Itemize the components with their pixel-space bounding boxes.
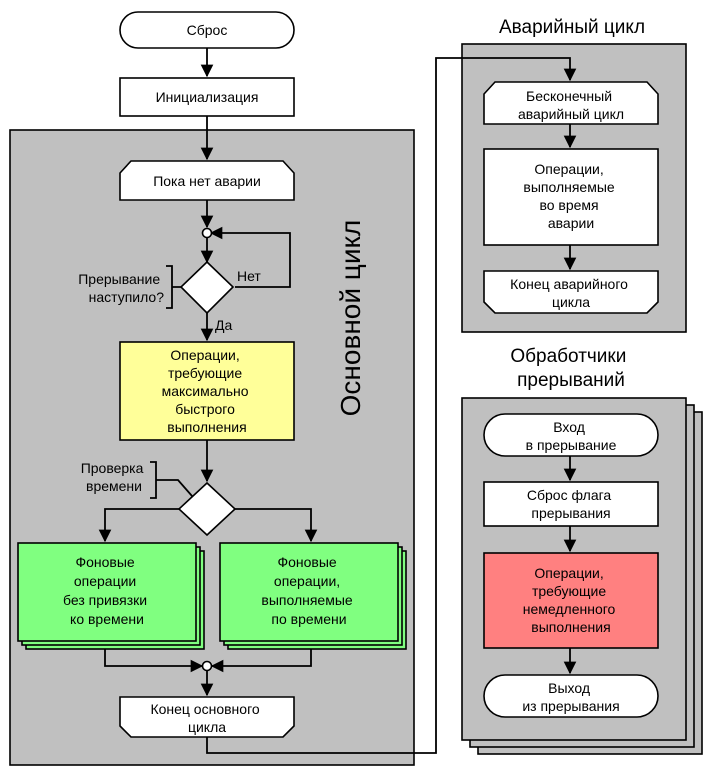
flag-reset-block bbox=[483, 481, 659, 527]
interrupt-decision bbox=[179, 260, 235, 315]
interrupt-handlers-title: Обработчики прерываний bbox=[510, 346, 631, 391]
while-loop-start bbox=[119, 160, 295, 201]
reset-terminator bbox=[119, 11, 295, 49]
urgent-ops-label: Операции, требующие немедленного выполне… bbox=[523, 565, 619, 635]
main-loop-connectors bbox=[98, 48, 577, 754]
fast-ops-block bbox=[119, 341, 295, 441]
bg-untimed-block bbox=[17, 542, 197, 642]
emergency-loop-end bbox=[483, 270, 659, 314]
interrupt-exit-terminator bbox=[483, 674, 659, 718]
interrupt-exit-label: Выход из прерывания bbox=[522, 680, 619, 714]
emergency-loop-title: Аварийный цикл bbox=[499, 17, 645, 38]
main-loop-title: Основной цикл bbox=[335, 220, 366, 417]
emergency-end-label: Конец аварийного цикла bbox=[510, 276, 632, 310]
time-check-label: Проверка времени bbox=[81, 460, 148, 494]
emergency-ops-block bbox=[483, 148, 659, 246]
main-loop-end bbox=[119, 696, 295, 738]
no-label: Нет bbox=[237, 268, 261, 284]
reset-label: Сброс bbox=[187, 22, 228, 38]
interrupt-entry-label: Вход в прерывание bbox=[526, 419, 617, 453]
bg-timed-label: Фоновые операции, выполняемые по времени bbox=[261, 554, 356, 627]
flag-reset-label: Сброс флага прерывания bbox=[527, 487, 615, 521]
junction-bottom bbox=[201, 660, 213, 672]
urgent-ops-block bbox=[483, 552, 659, 649]
interrupt-question-bracket bbox=[166, 265, 181, 309]
yes-label: Да bbox=[215, 317, 232, 333]
interrupt-question-label: Прерывание наступило? bbox=[78, 271, 164, 305]
main-loop-end-label: Конец основного цикла bbox=[150, 701, 263, 735]
init-label: Инициализация bbox=[156, 89, 259, 105]
bg-timed-block bbox=[219, 542, 399, 642]
emergency-start-label: Бесконечный аварийный цикл bbox=[518, 88, 624, 122]
fast-ops-label: Операции, требующие максимально быстрого… bbox=[162, 347, 253, 435]
time-check-bracket bbox=[150, 461, 193, 499]
init-block bbox=[119, 77, 295, 117]
time-check-decision bbox=[177, 481, 237, 537]
emergency-ops-label: Операции, выполняемые во время аварии bbox=[523, 161, 618, 231]
emergency-loop-start bbox=[483, 81, 659, 125]
bg-untimed-label: Фоновые операции без привязки ко времени bbox=[63, 554, 151, 627]
interrupt-entry-terminator bbox=[483, 413, 659, 457]
junction-top bbox=[201, 227, 213, 239]
while-label: Пока нет аварии bbox=[153, 173, 261, 189]
